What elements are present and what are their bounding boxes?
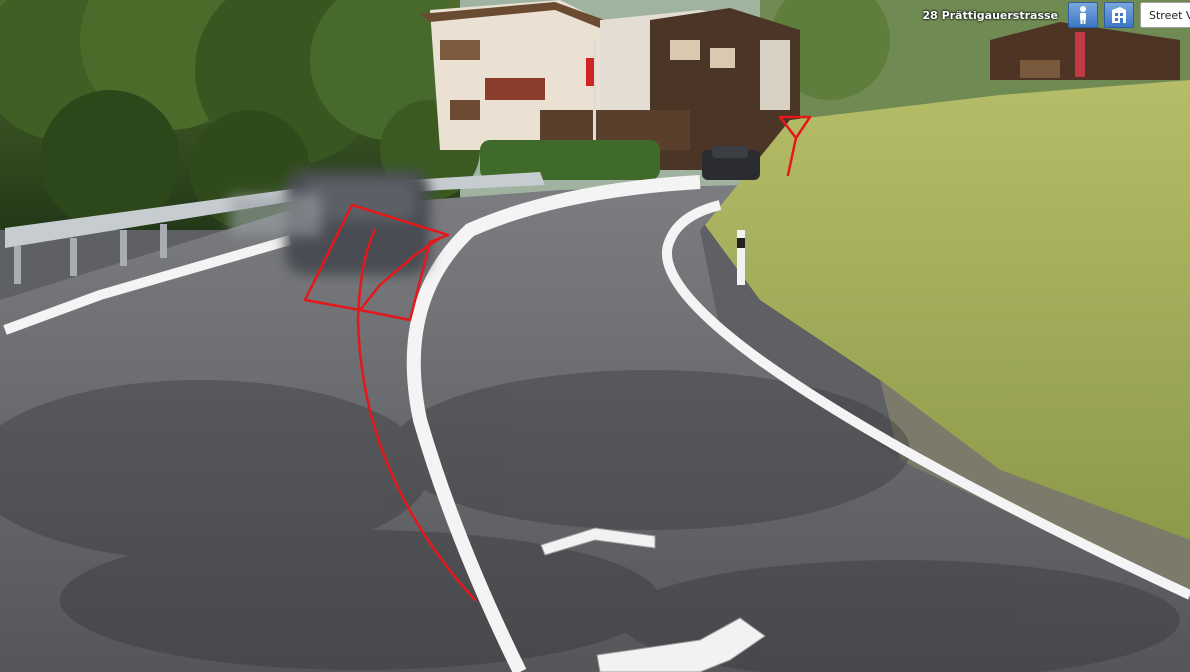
blurred-car	[230, 170, 430, 275]
center-line	[406, 175, 701, 672]
grass-slope	[705, 80, 1190, 540]
top-toolbar: 28 Prättigauerstrasse Street V	[916, 0, 1190, 30]
building-button[interactable]	[1104, 2, 1134, 28]
flag	[586, 58, 594, 86]
distant-car	[702, 146, 760, 180]
address-label: 28 Prättigauerstrasse	[922, 8, 1058, 22]
road-edge-gravel	[880, 380, 1190, 600]
flag-pole	[593, 40, 596, 144]
road	[0, 185, 1190, 672]
trees-left	[0, 0, 480, 230]
right-edge-line	[661, 200, 1190, 600]
nav-arrow-backward[interactable]	[596, 617, 766, 672]
nav-arrow-forward[interactable]	[540, 527, 656, 556]
building-icon	[1112, 7, 1126, 23]
red-annotation	[303, 115, 812, 602]
person-icon	[1080, 6, 1086, 24]
buildings	[420, 0, 1180, 170]
street-view-button[interactable]: Street V	[1140, 2, 1190, 28]
hedge	[480, 140, 660, 180]
pegman-button[interactable]	[1068, 2, 1098, 28]
left-edge-line	[3, 235, 292, 335]
tree-right	[770, 0, 890, 100]
marker-post	[737, 230, 745, 285]
road-shadows	[0, 370, 1180, 672]
